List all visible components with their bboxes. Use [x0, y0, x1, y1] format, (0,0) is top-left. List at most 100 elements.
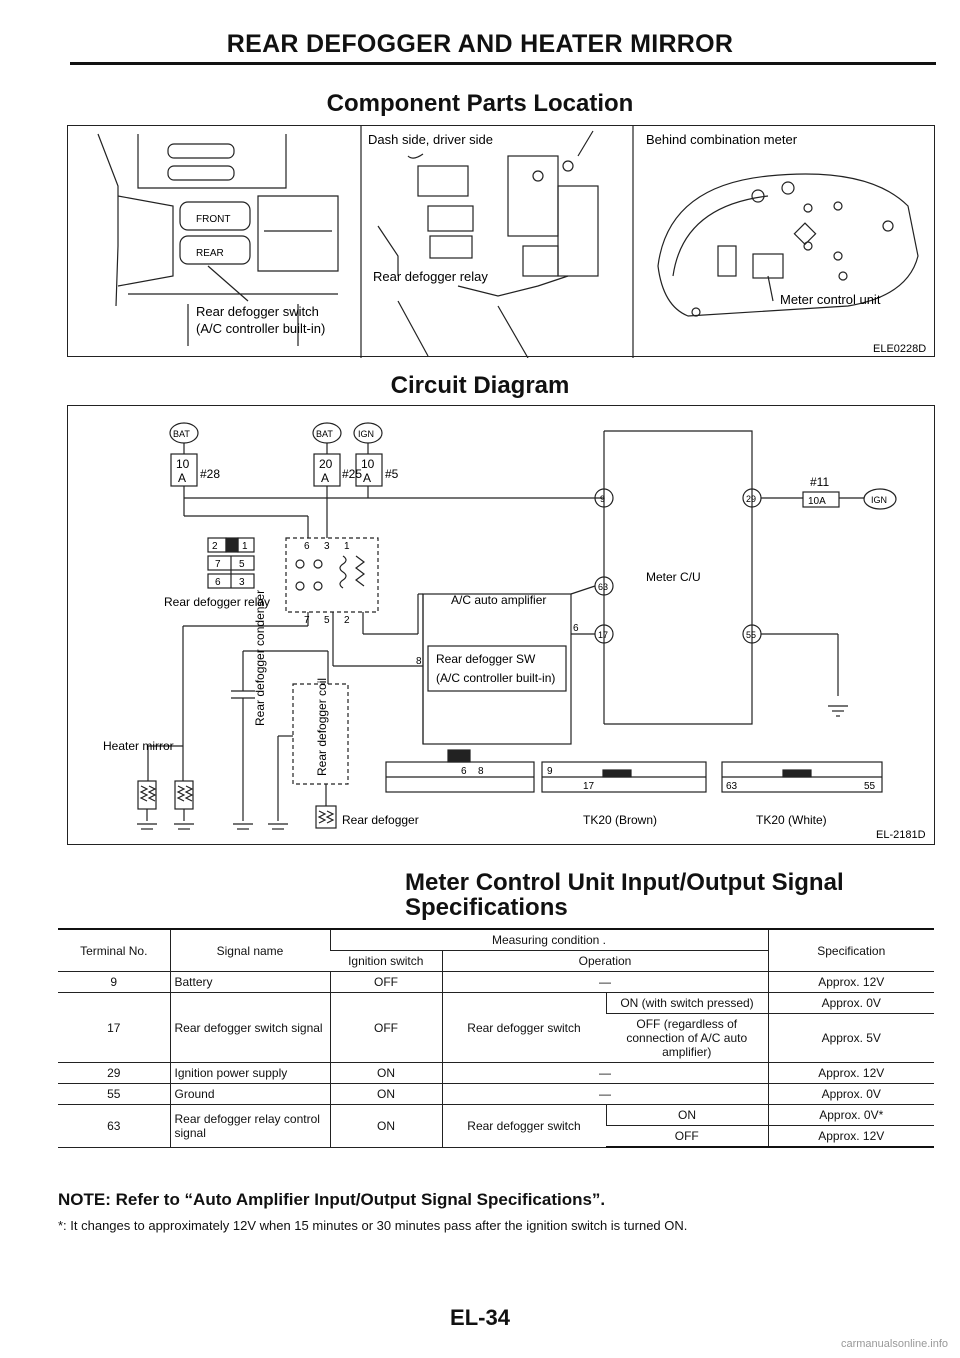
relay-pin-7: 7: [304, 615, 310, 626]
relay-pin-2: 2: [344, 615, 350, 626]
meter-pin-17: 17: [598, 630, 608, 640]
fuse28-unit: A: [178, 471, 186, 485]
ignition-cell: OFF: [329, 992, 442, 1063]
header-specification: Specification: [767, 928, 934, 972]
rear-defogger-coil-label: Rear defogger coil: [315, 678, 329, 776]
circuit-diagram-figure: BAT BAT IGN IGN 10 A #28 20 A #25 10 A #…: [67, 405, 935, 845]
fuse28-number: #28: [200, 467, 220, 481]
ac-controller-builtin-label: (A/C controller built-in): [436, 671, 555, 685]
table-row: 55 Ground ON — Approx. 0V: [58, 1083, 934, 1105]
ac-controller-sketch: [97, 133, 339, 346]
meter-cu-label: Meter C/U: [646, 570, 701, 584]
signal-cell: Ground: [169, 1083, 330, 1105]
title-rule: [70, 62, 936, 65]
header-measuring-condition: Measuring condition .: [329, 928, 768, 951]
header-signal-name: Signal name: [169, 928, 330, 972]
header-ignition-switch: Ignition switch: [330, 950, 442, 972]
circuit-diagram-drawing: BAT BAT IGN IGN 10 A #28 20 A #25 10 A #…: [103, 422, 926, 841]
table-row: 29 Ignition power supply ON — Approx. 12…: [58, 1062, 934, 1084]
tk20-brown-label: TK20 (Brown): [583, 813, 657, 827]
meter-signal-spec-table: Terminal No. Signal name Measuring condi…: [58, 928, 934, 1148]
conn3-pin55: 55: [864, 781, 876, 792]
amp-pin-6: 6: [573, 623, 579, 634]
relay-pin-1: 1: [344, 541, 350, 552]
fuse11-amp: 10A: [808, 496, 826, 507]
rear-defogger-switch-label: Rear defogger switch: [196, 304, 319, 319]
meter-back-sketch: [657, 173, 919, 317]
fuse5-unit: A: [363, 471, 371, 485]
relay-conn-c-pin2: 3: [239, 577, 245, 588]
operation-cell: Rear defogger switch: [441, 992, 606, 1063]
fuse25-amp: 20: [319, 457, 333, 471]
fuse5-amp: 10: [361, 457, 375, 471]
spec-cell: Approx. 12V: [767, 971, 934, 993]
relay-block-sketch: [377, 130, 599, 359]
bat-label-1: BAT: [173, 429, 190, 439]
footnote: *: It changes to approximately 12V when …: [58, 1218, 688, 1233]
relay-conn-b-pin1: 7: [215, 559, 221, 570]
operation-cell: —: [441, 971, 768, 993]
note: NOTE: Refer to “Auto Amplifier Input/Out…: [58, 1190, 606, 1209]
table-row: 63 Rear defogger relay control signal ON…: [58, 1104, 934, 1148]
relay-pin-5: 5: [324, 615, 330, 626]
rear-defogger-condenser-label: Rear defogger condenser: [253, 590, 267, 726]
ignition-cell: ON: [329, 1083, 442, 1105]
spec-cell: Approx. 12V: [767, 1062, 934, 1084]
amp-pin-8: 8: [416, 656, 422, 667]
signal-cell: Battery: [169, 971, 330, 993]
table-row: OFF Approx. 12V: [58, 1125, 934, 1148]
ignition-cell: ON: [329, 1104, 442, 1148]
table-row: 9 Battery OFF — Approx. 12V: [58, 971, 934, 993]
component-location-drawing: FRONT REAR Rear defogger switch (A/C con…: [97, 126, 926, 359]
ignition-cell: OFF: [329, 971, 442, 993]
spec-heading-line2: Specifications: [405, 894, 568, 921]
bat-label-2: BAT: [316, 429, 333, 439]
ac-controller-label: (A/C controller built-in): [196, 321, 325, 336]
relay-pin-3: 3: [324, 541, 330, 552]
tk20-white-label: TK20 (White): [756, 813, 827, 827]
relay-conn-a-pin2: 1: [242, 541, 248, 552]
fuse25-number: #25: [342, 467, 362, 481]
operation-cell: —: [441, 1062, 768, 1084]
meter-control-unit-label: Meter control unit: [780, 292, 881, 307]
conn2-pin17: 17: [583, 781, 595, 792]
relay-pin-6: 6: [304, 541, 310, 552]
terminal-cell: 17: [58, 992, 170, 1063]
spec-cell: Approx. 12V: [767, 1125, 934, 1148]
relay-conn-a-pin1: 2: [212, 541, 218, 552]
terminal-cell: 63: [58, 1104, 170, 1148]
condition-cell: OFF (regardless of connection of A/C aut…: [606, 1013, 768, 1063]
ignition-cell: ON: [329, 1062, 442, 1084]
ign-label-2: IGN: [871, 495, 887, 505]
fuse5-number: #5: [385, 467, 399, 481]
relay-conn-c-pin1: 6: [215, 577, 221, 588]
conn1-pin6: 6: [461, 766, 467, 777]
rear-defogger-relay-label: Rear defogger relay: [164, 595, 270, 609]
circuit-diagram-heading: Circuit Diagram: [390, 372, 570, 399]
rear-button-label: REAR: [196, 248, 224, 259]
spec-heading-line1: Meter Control Unit Input/Output Signal: [405, 869, 844, 896]
component-location-heading: Component Parts Location: [326, 90, 634, 117]
conn2-pin9: 9: [547, 766, 553, 777]
page-number: EL-34: [450, 1305, 510, 1330]
condition-cell: OFF: [606, 1125, 768, 1148]
fuse25-unit: A: [321, 471, 329, 485]
terminal-cell: 55: [58, 1083, 170, 1105]
header-operation: Operation: [441, 950, 768, 972]
terminal-cell: 29: [58, 1062, 170, 1084]
conn3-pin63: 63: [726, 781, 738, 792]
signal-cell: Rear defogger relay control signal: [169, 1104, 330, 1148]
page-title: REAR DEFOGGER AND HEATER MIRROR: [226, 30, 734, 58]
dash-side-title: Dash side, driver side: [368, 132, 493, 147]
signal-cell: Rear defogger switch signal: [169, 992, 330, 1063]
spec-heading: Meter Control Unit Input/Output Signal S…: [405, 870, 844, 920]
ign-label-1: IGN: [358, 429, 374, 439]
component-figure-code: ELE0228D: [873, 343, 926, 355]
watermark: carmanualsonline.info: [840, 1338, 948, 1350]
operation-cell: Rear defogger switch: [441, 1104, 606, 1148]
table-row: OFF (regardless of connection of A/C aut…: [58, 1013, 934, 1063]
terminal-cell: 9: [58, 971, 170, 993]
rear-defogger-relay-location-label: Rear defogger relay: [373, 269, 488, 284]
front-button-label: FRONT: [196, 214, 230, 225]
meter-pin-29: 29: [746, 494, 756, 504]
